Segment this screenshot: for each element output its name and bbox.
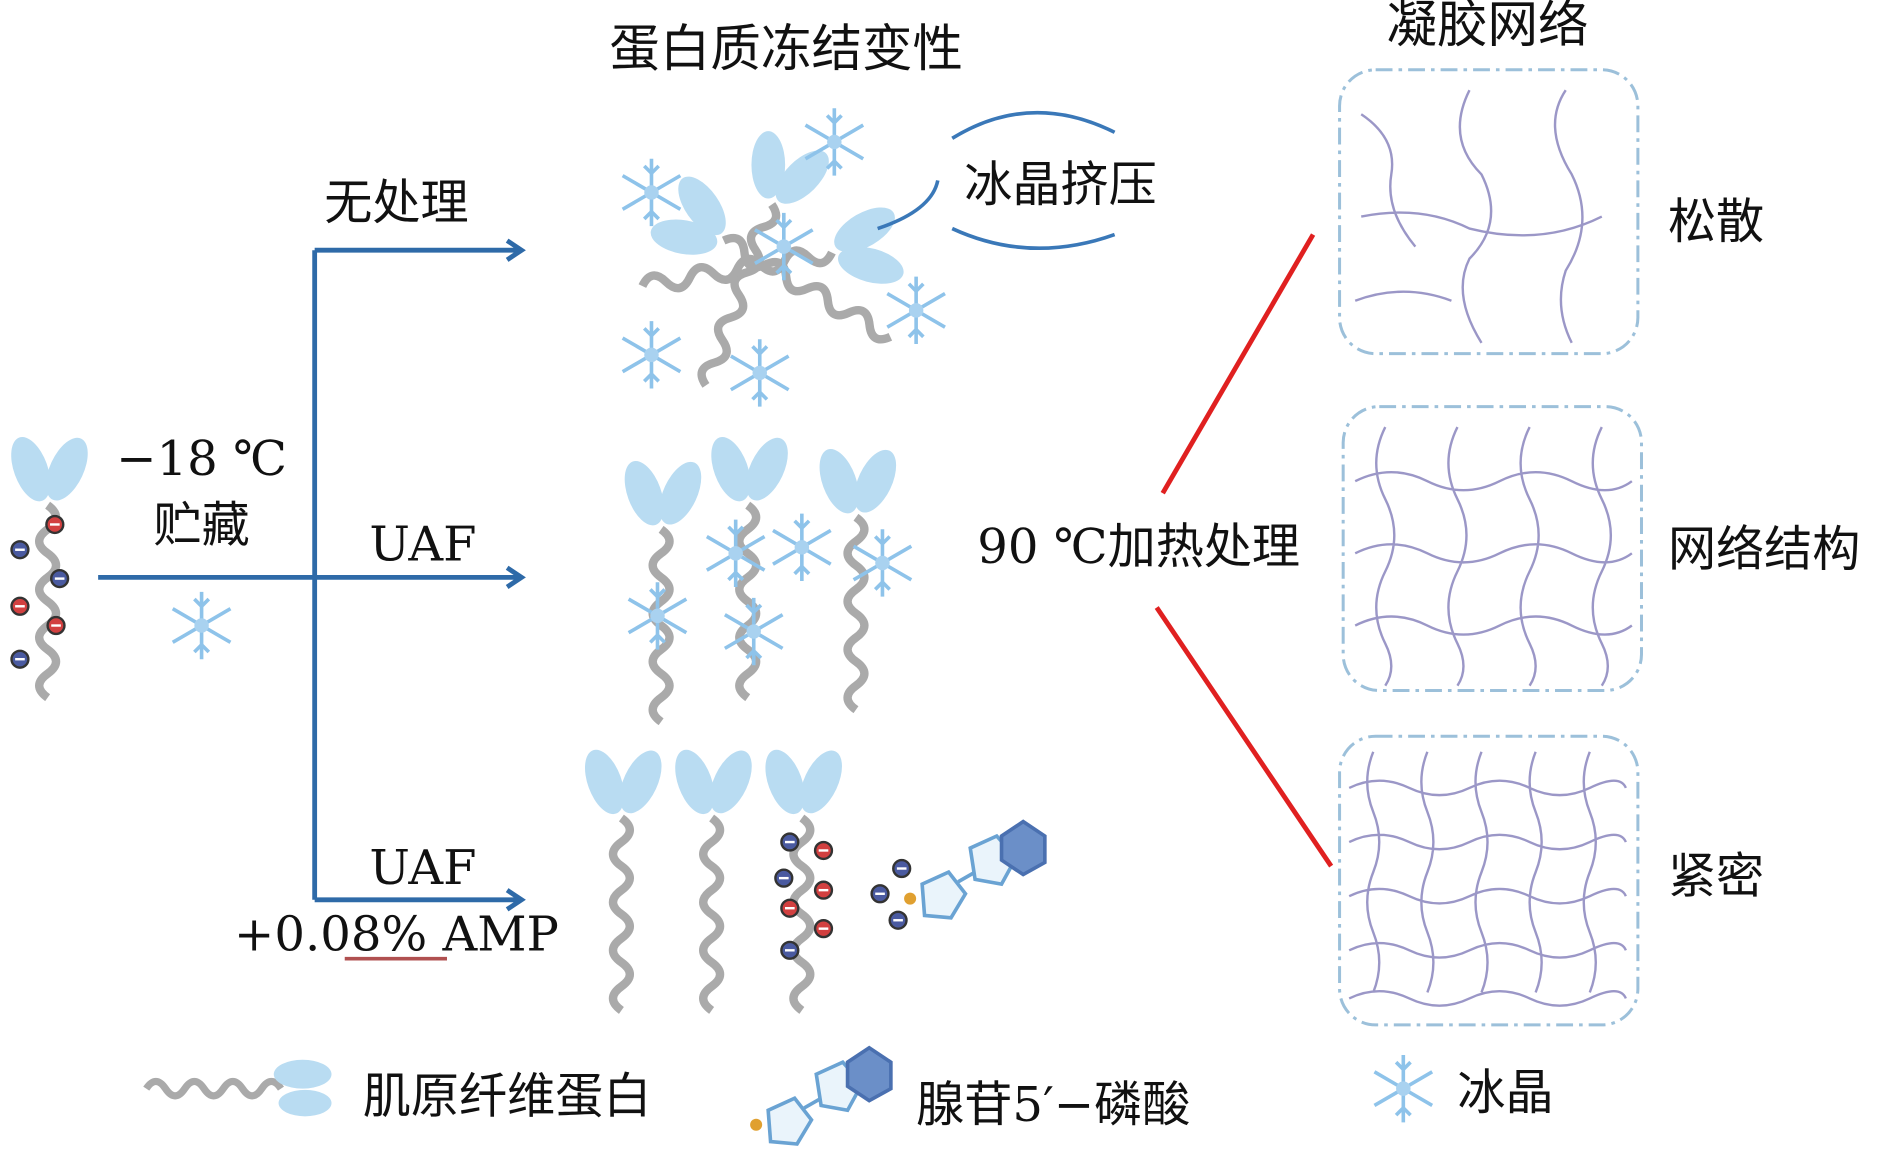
branch-arrows — [98, 238, 526, 912]
ice-crystal-icon — [170, 590, 233, 662]
branch-sublabel-amp: +0.08% AMP — [234, 906, 559, 962]
uaf-amp-proteins — [577, 744, 1047, 1010]
amp-molecule-icon — [748, 1045, 893, 1146]
gel-box-network — [1341, 405, 1643, 692]
gel-box-loose — [1338, 68, 1640, 356]
title-gel-network: 凝胶网络 — [1386, 0, 1588, 54]
branch-label-uaf: UAF — [369, 517, 476, 573]
uaf-proteins — [617, 431, 914, 721]
red-line-dense — [1154, 606, 1334, 868]
title-denaturation: 蛋白质冻结变性 — [609, 19, 963, 78]
legend: 肌原纤维蛋白 腺苷5′−磷酸 冰晶 — [143, 1045, 1554, 1146]
branch-label-uaf-amp: UAF — [369, 840, 476, 896]
legend-label-amp: 腺苷5′−磷酸 — [916, 1077, 1190, 1133]
initial-protein-icon — [3, 431, 96, 697]
legend-label-protein: 肌原纤维蛋白 — [363, 1069, 652, 1125]
storage-label: 贮藏 — [153, 497, 249, 553]
storage-temp: −18 ℃ — [116, 431, 287, 487]
red-line-loose — [1160, 233, 1316, 495]
callout-ice-squeeze: 冰晶挤压 — [964, 157, 1156, 213]
gel-state-network: 网络结构 — [1668, 521, 1860, 577]
denatured-protein-cluster — [620, 106, 947, 409]
legend-label-ice: 冰晶 — [1457, 1065, 1553, 1121]
heating-label: 90 ℃加热处理 — [977, 519, 1300, 575]
callout-bubble — [877, 110, 1116, 251]
gel-box-dense — [1338, 734, 1640, 1027]
gel-state-dense: 紧密 — [1668, 849, 1764, 905]
ice-crystal-legend-icon — [1372, 1053, 1434, 1125]
branch-label-untreated: 无处理 — [324, 175, 468, 231]
gel-state-loose: 松散 — [1668, 194, 1764, 250]
myofibrillar-protein-icon — [143, 1059, 332, 1117]
